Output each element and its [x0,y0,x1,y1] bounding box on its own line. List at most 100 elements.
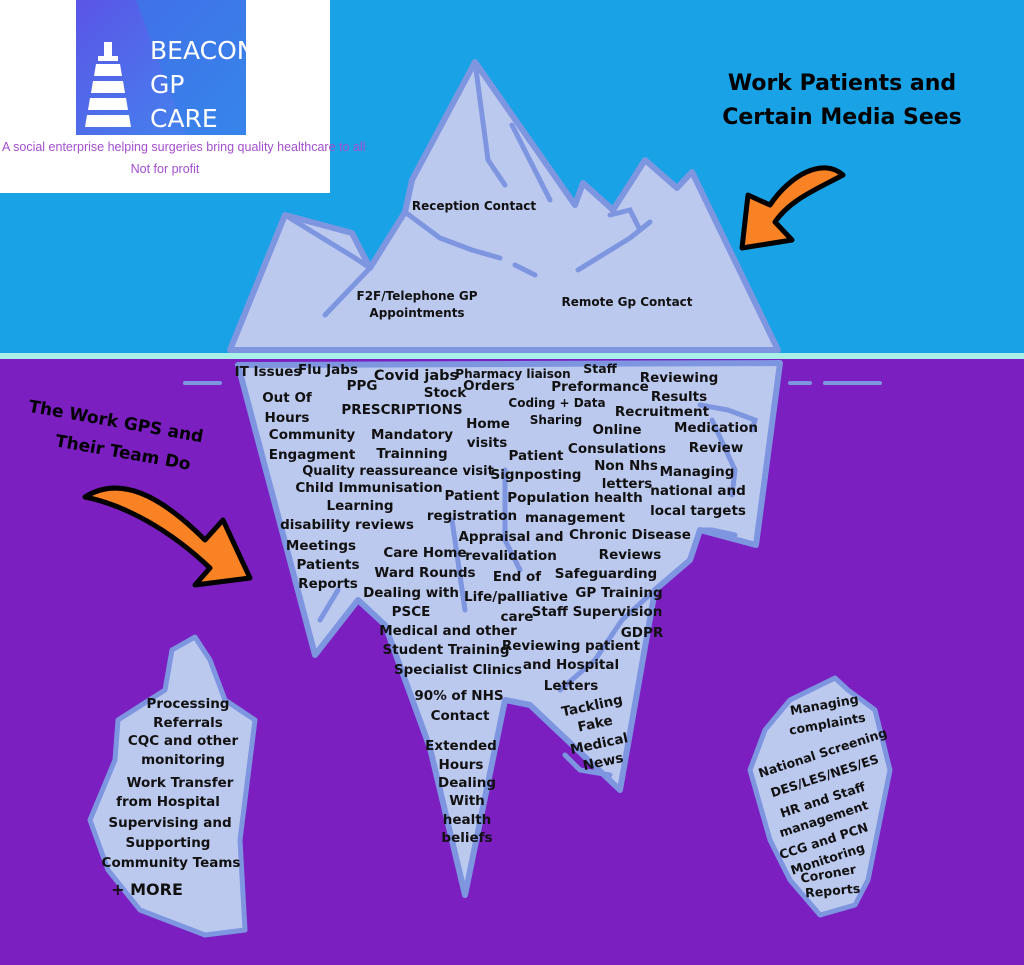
label-below-water: Flu Jabs [298,362,358,378]
label-left-fragment: Supporting [126,835,211,851]
label-below-water: PPG [347,378,378,394]
label-left-fragment: Supervising and [108,815,231,831]
label-below-water: Chronic Disease [569,527,691,543]
logo-tagline: A social enterprise helping surgeries br… [2,140,366,154]
iceberg-tip [227,59,781,353]
iceberg-body [235,360,783,898]
left-ice-fragment [87,634,258,938]
logo-name-line2: GP CARE [150,70,218,133]
label-below-water: Orders [463,378,515,394]
label-below-water: Managing [660,464,735,480]
label-below-water: Contact [431,708,490,724]
arrow-down-right-icon [82,485,253,588]
label-below-water: Appraisal and [458,529,563,545]
label-below-water: Reports [298,576,358,592]
label-below-water: Meetings [286,538,356,554]
logo-badge: BEACON GP CARE [76,0,246,135]
arrow-down-left-icon [739,165,846,251]
label-below-water: Signposting [491,467,582,483]
label-below-water: letters [602,476,653,492]
label-below-water: Recruitment [615,404,710,420]
label-below-water: disability reviews [280,517,414,533]
label-below-water: Reviewing patient [502,638,641,654]
label-below-water: Reviewing [640,370,719,386]
label-below-water: Medical and other [379,623,517,639]
label-below-water: Staff [583,361,617,376]
logo-not-for-profit: Not for profit [130,162,200,176]
label-below-water: beliefs [441,830,492,846]
label-below-water: management [525,510,626,526]
label-left-fragment: Processing [147,696,230,712]
label-right-fragment: Reports [804,881,860,901]
label-below-water: visits [467,435,508,451]
label-below-water: Life/palliative [464,589,568,605]
label-below-water: Online [592,422,641,438]
label-below-water: Home [466,416,510,432]
label-reception-contact: Reception Contact [412,199,537,213]
label-below-water: Trainning [376,446,447,462]
label-below-water: Medication [674,420,758,436]
callout-above-line1: Work Patients and [728,71,956,96]
label-below-water: Stock [424,385,467,401]
label-below-water: Mandatory [371,427,453,443]
callout-above-line2: Certain Media Sees [722,105,962,130]
lighthouse-icon [85,0,246,135]
label-below-water: Patient [509,448,564,464]
label-below-water: Quality reassureance visit [302,464,494,479]
label-below-water: PRESCRIPTIONS [341,402,462,418]
label-below-water: Staff Supervision [532,604,663,620]
label-below-water: Results [651,389,707,405]
label-below-water: Hours [265,410,310,426]
label-below-water: local targets [650,503,746,519]
label-below-water: Letters [544,678,599,694]
logo-panel: BEACON GP CARE A social enterprise helpi… [0,0,366,193]
label-below-water: Safeguarding [555,566,657,582]
label-below-water: and Hospital [523,657,619,673]
label-left-fragment: monitoring [141,752,225,768]
label-f2f-telephone-gp: F2F/Telephone GP [357,289,478,303]
label-below-water: Ward Rounds [374,565,475,581]
label-below-water: GP Training [575,585,662,601]
label-below-water: Review [689,440,744,456]
label-below-water: revalidation [465,548,557,564]
label-below-water: End of [493,569,541,585]
label-left-fragment: + MORE [111,880,183,899]
label-below-water: national and [650,483,746,499]
label-below-water: registration [427,508,517,524]
label-below-water: Specialist Clinics [394,662,522,678]
label-below-water: Hours [439,757,484,773]
label-below-water: Care Home [383,545,466,561]
logo-name: BEACON GP CARE [150,34,246,135]
label-remote-gp-contact: Remote Gp Contact [561,295,692,309]
label-left-fragment: Community Teams [102,855,241,871]
right-ice-fragment [747,675,893,918]
label-below-water: Coding + Data [508,396,605,410]
label-below-water: Out Of [262,390,312,406]
label-below-water: Population health [507,490,642,506]
label-below-water: Sharing [530,413,582,427]
label-below-water: care [501,609,534,625]
label-left-fragment: CQC and other [128,733,239,749]
label-below-water: Community [269,427,356,443]
label-below-water: Extended [425,738,497,754]
label-below-water: Student Training [382,642,509,658]
label-below-water: Dealing with [363,585,459,601]
label-below-water: Pharmacy liaison [455,367,570,381]
label-left-fragment: from Hospital [116,794,220,810]
label-below-water: Preformance [551,379,648,395]
label-below-water: Patient [445,488,500,504]
label-below-water: Reviews [599,547,662,563]
label-below-water: health [443,812,492,828]
label-below-water: 90% of NHS [414,688,503,704]
label-below-water: Engagment [269,447,356,463]
logo-name-line1: BEACON [150,36,246,65]
label-left-fragment: Work Transfer [127,775,234,791]
label-below-water: Learning [326,498,393,514]
label-below-water: Consulations [568,441,666,457]
label-below-water: With [449,793,485,809]
label-below-water: Dealing [438,775,496,791]
label-below-water: Covid jabs [374,368,458,384]
label-below-water: Fake [576,713,614,736]
label-below-water: Child Immunisation [295,480,442,496]
